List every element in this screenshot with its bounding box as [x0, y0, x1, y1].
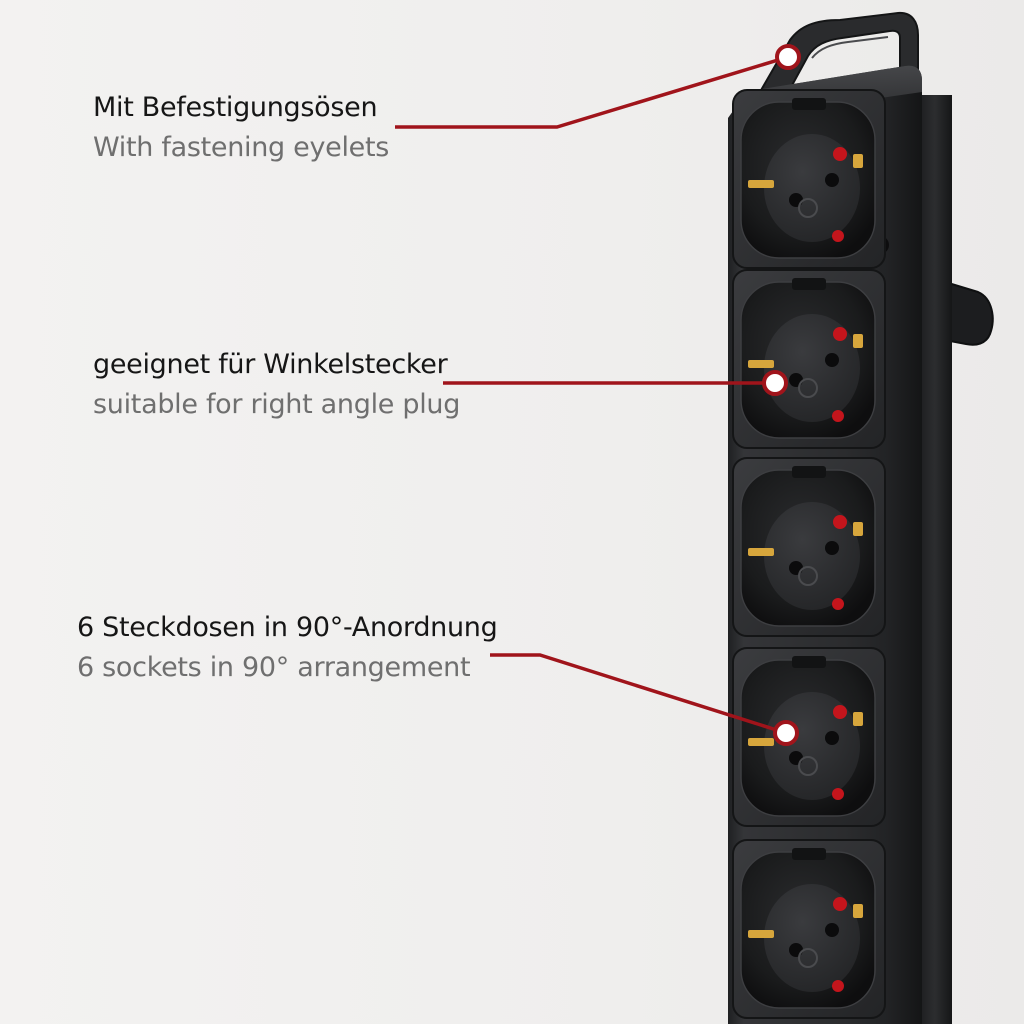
earth-contact-icon [748, 180, 774, 188]
callout-markers [762, 44, 801, 746]
callout-english-text: With fastening eyelets [93, 132, 390, 163]
callout-german-text: geeignet für Winkelstecker [93, 349, 448, 380]
callout-eyelets: Mit Befestigungsösen With fastening eyel… [93, 88, 389, 168]
callout-english-text: suitable for right angle plug [93, 389, 461, 420]
safety-shutter-icon [832, 980, 844, 992]
eyelet-marker-icon [775, 44, 801, 70]
schuko-socket-icon [732, 269, 886, 449]
mains-plug [944, 280, 994, 346]
earth-contact-icon [748, 930, 774, 938]
safety-shutter-icon [832, 410, 844, 422]
safety-shutter-icon [833, 515, 847, 529]
callout-right-angle-plug: geeignet für Winkelstecker suitable for … [93, 345, 460, 425]
schuko-socket-icon [732, 457, 886, 637]
safety-shutter-icon [833, 147, 847, 161]
safety-shutter-icon [833, 327, 847, 341]
socket-column [732, 89, 886, 1019]
right-angle-plug-marker-icon [762, 370, 788, 396]
schuko-socket-icon [732, 839, 886, 1019]
socket-arrangement-marker-icon [773, 720, 799, 746]
earth-contact-icon [853, 712, 863, 726]
earth-contact-icon [853, 904, 863, 918]
callout-english-text: 6 sockets in 90° arrangement [77, 652, 471, 683]
safety-shutter-icon [832, 230, 844, 242]
callout-german-text: 6 Steckdosen in 90°-Anordnung [77, 612, 498, 643]
earth-contact-icon [748, 548, 774, 556]
safety-shutter-icon [832, 598, 844, 610]
earth-contact-icon [853, 334, 863, 348]
callout-socket-arrangement: 6 Steckdosen in 90°-Anordnung 6 sockets … [77, 608, 498, 688]
earth-contact-icon [853, 154, 863, 168]
safety-shutter-icon [833, 705, 847, 719]
safety-shutter-icon [833, 897, 847, 911]
callout-german-text: Mit Befestigungsösen [93, 92, 378, 123]
schuko-socket-icon [732, 89, 886, 269]
earth-contact-icon [748, 738, 774, 746]
schuko-socket-icon [732, 647, 886, 827]
callout-lines [395, 55, 789, 735]
strip-side-face [918, 95, 952, 1024]
earth-contact-icon [748, 360, 774, 368]
earth-contact-icon [853, 522, 863, 536]
safety-shutter-icon [832, 788, 844, 800]
